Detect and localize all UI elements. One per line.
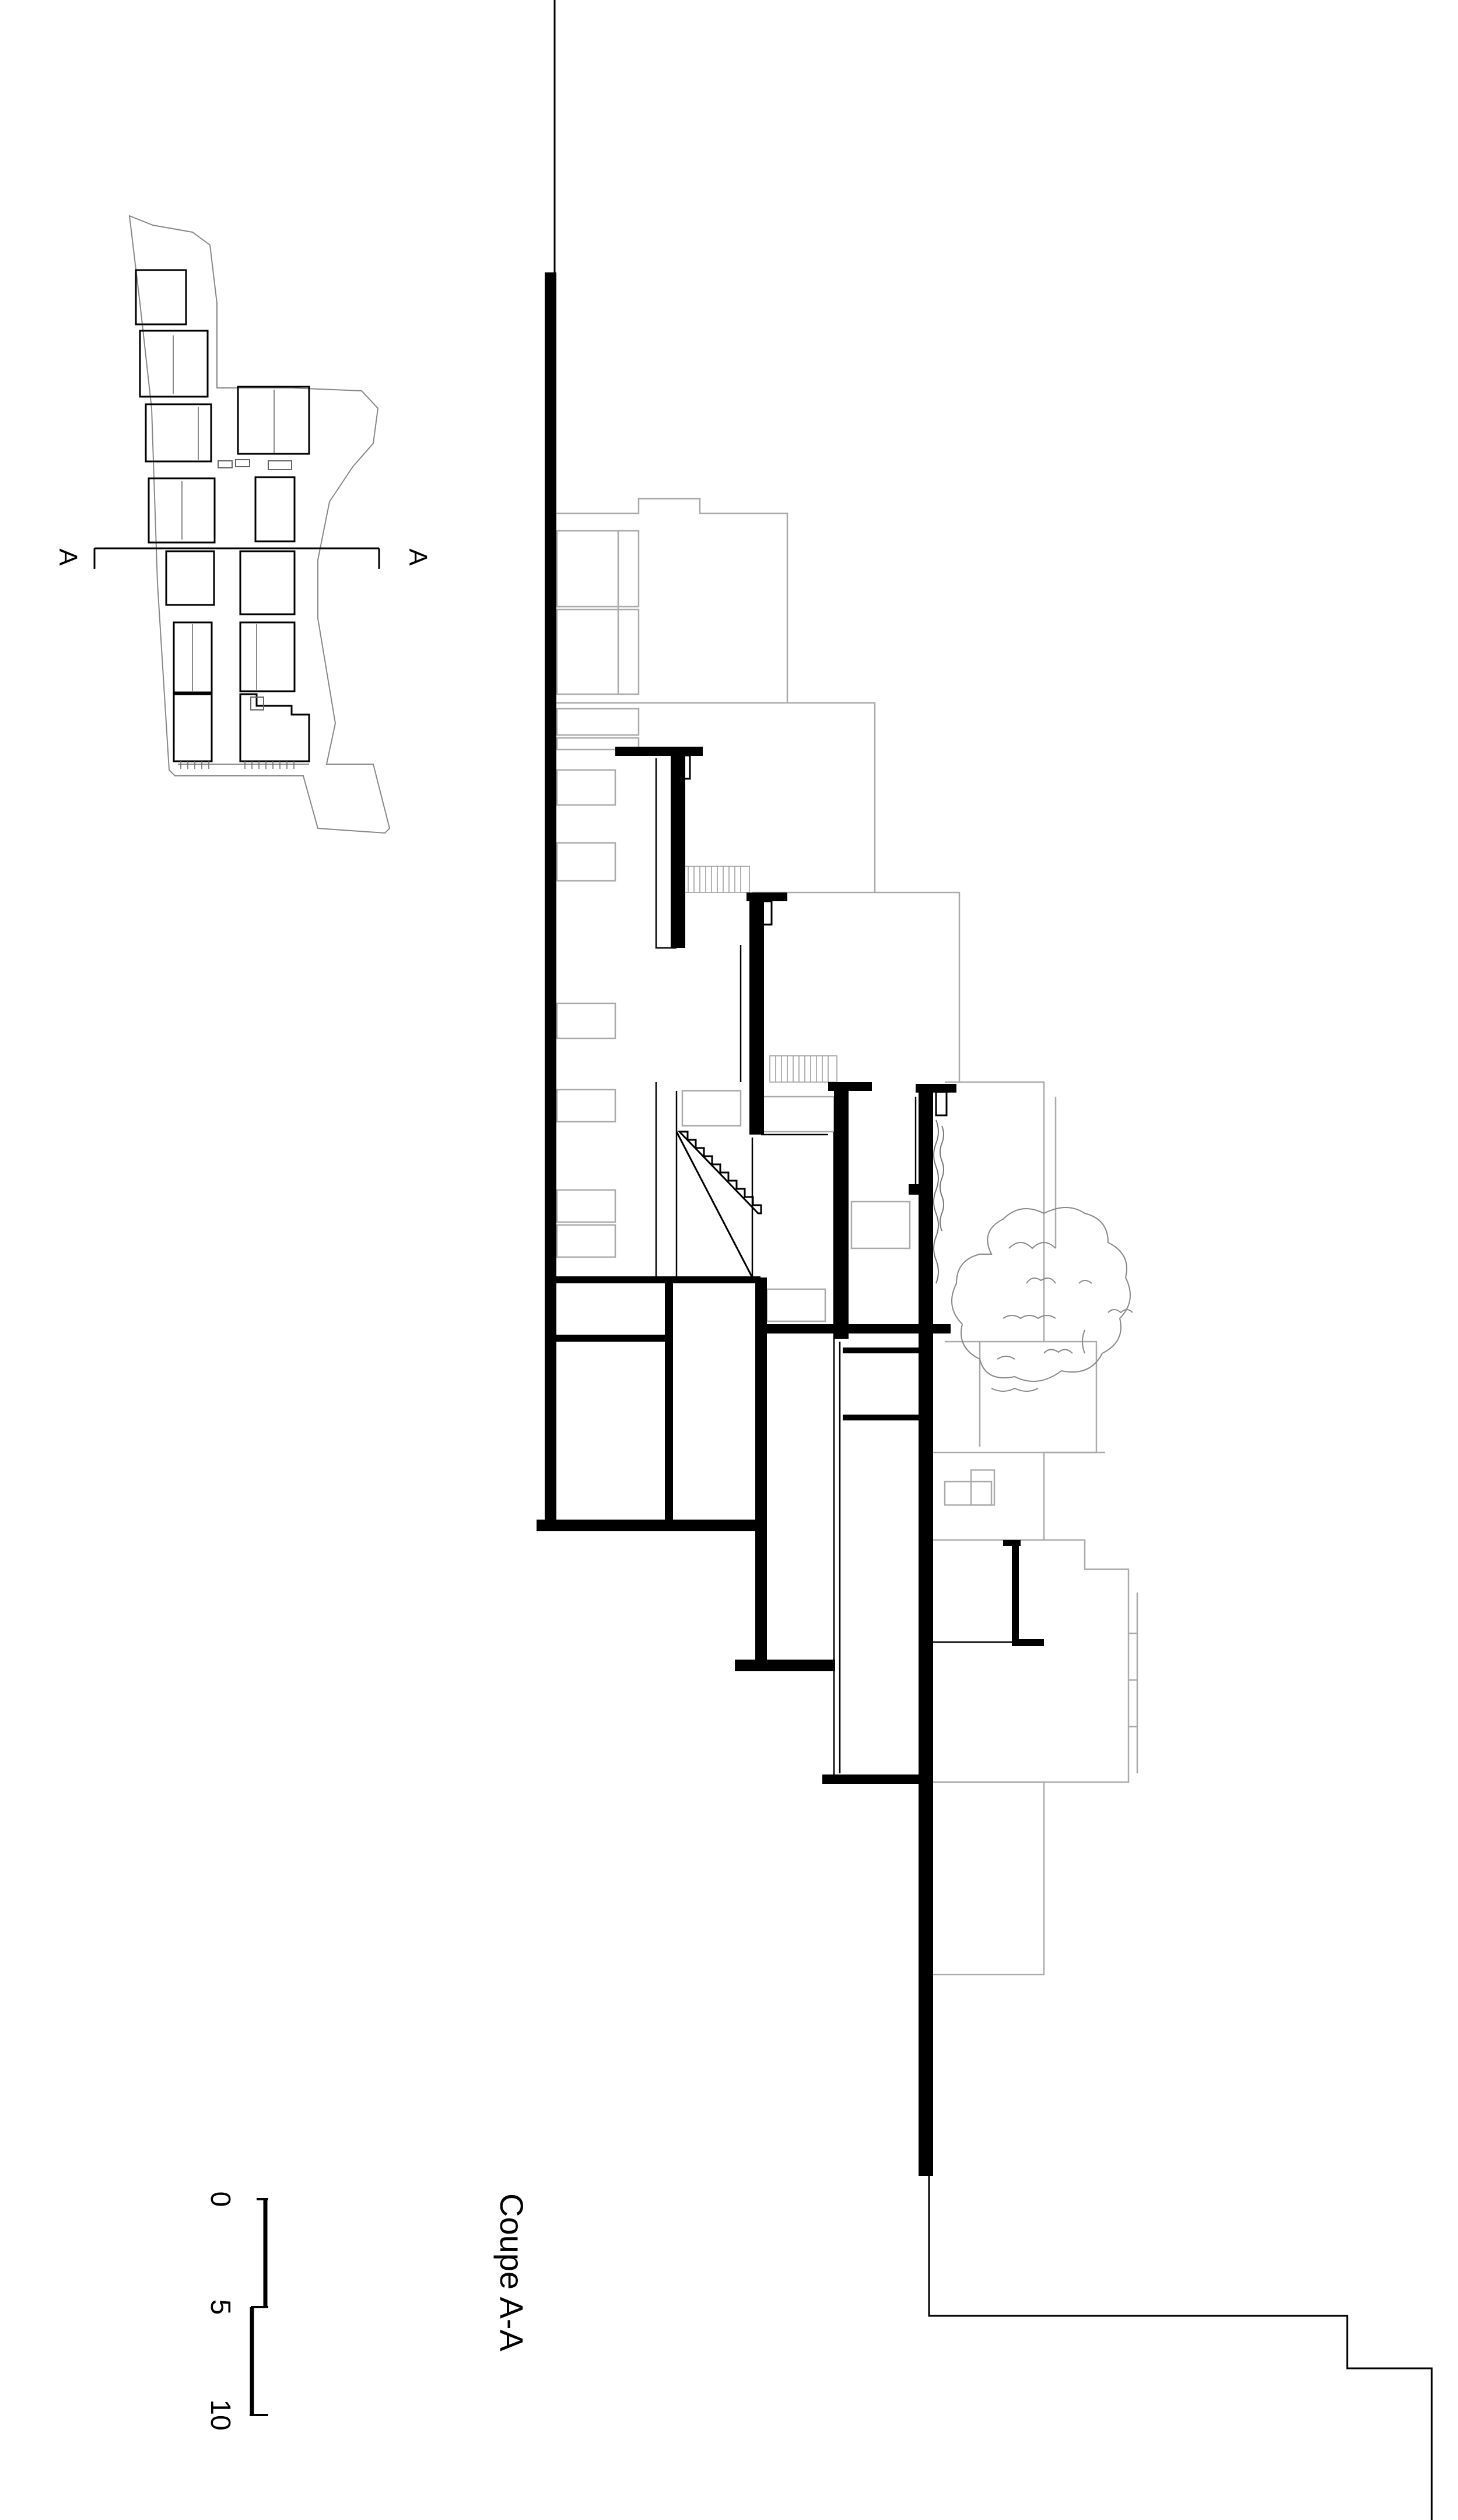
annex — [218, 460, 233, 468]
scale-tick-0: 0 — [205, 2192, 236, 2207]
ground-line — [553, 0, 1433, 2520]
slab — [822, 1774, 933, 1784]
tree-icon — [951, 1207, 1133, 1392]
drawing-title: Coupe A-A — [493, 2193, 530, 2351]
elevation-background — [556, 498, 1138, 1976]
annex — [235, 459, 250, 467]
building-block — [239, 621, 296, 692]
scale-tick-5: 5 — [205, 2300, 236, 2315]
slab — [537, 1520, 756, 1531]
building-block — [239, 693, 310, 762]
retaining-wall — [545, 272, 556, 1531]
scale-bar — [250, 2198, 268, 2416]
building-block — [254, 476, 296, 542]
annex — [268, 460, 292, 470]
wall — [671, 747, 685, 948]
key-plan — [93, 215, 391, 834]
slab — [545, 1276, 760, 1283]
building-block — [165, 550, 215, 606]
section-marker-right: A — [404, 548, 432, 566]
wall — [665, 1278, 673, 1522]
scale-tick-10: 10 — [205, 2399, 236, 2430]
slab — [1003, 1540, 1021, 1546]
stair-hatch — [682, 866, 837, 1083]
section-cut-structure — [537, 272, 1044, 2176]
diagonal-stair — [675, 1130, 762, 1278]
wall — [749, 892, 764, 1135]
slab — [933, 1324, 951, 1334]
terrace-hatch — [178, 761, 309, 769]
annex — [250, 696, 264, 710]
wall — [834, 1082, 849, 1339]
building-block — [145, 403, 212, 463]
slab — [735, 1660, 835, 1671]
wall — [909, 1184, 920, 1195]
building-block — [173, 693, 213, 762]
planting-strip — [933, 1119, 944, 1284]
building-block — [239, 550, 296, 615]
building-block — [135, 269, 187, 326]
slab — [764, 1324, 951, 1334]
building-block — [173, 621, 213, 694]
section-marker-left: A — [54, 548, 82, 566]
slab — [843, 1348, 921, 1353]
wall — [919, 1084, 933, 2176]
wall — [1012, 1540, 1019, 1645]
section-cut-line — [93, 547, 380, 569]
building-block — [139, 330, 209, 398]
building-block — [148, 477, 216, 544]
slab — [1012, 1639, 1044, 1646]
slab — [545, 1335, 667, 1342]
slab — [843, 1415, 921, 1420]
building-block — [237, 386, 310, 455]
site-boundary — [128, 215, 391, 834]
wall — [755, 1278, 767, 1662]
